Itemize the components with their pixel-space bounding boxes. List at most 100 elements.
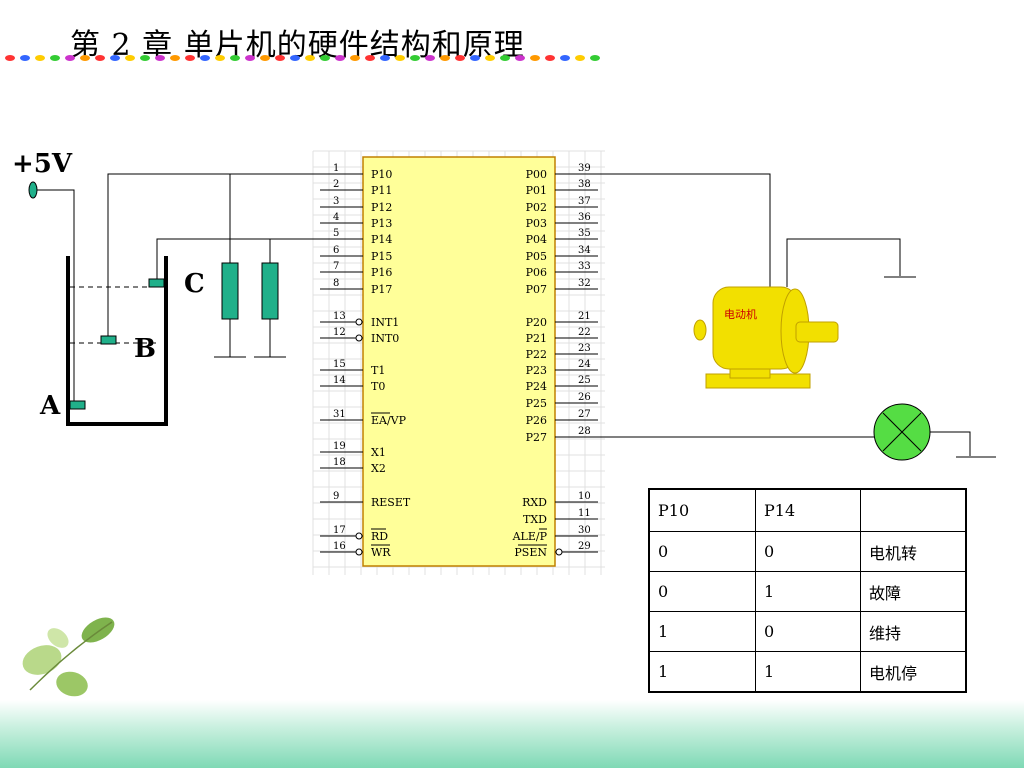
table-cell: P10	[648, 488, 756, 532]
table-cell: 维持	[860, 611, 967, 652]
table-cell: 1	[648, 651, 756, 693]
title-dot	[185, 55, 195, 61]
pin-label: WR	[371, 546, 391, 559]
pin-number: 27	[578, 409, 591, 420]
pin-number: 36	[578, 212, 591, 223]
title-dot	[305, 55, 315, 61]
title-dot	[575, 55, 585, 61]
title-dot	[200, 55, 210, 61]
table-cell	[860, 488, 967, 532]
pin-number: 23	[578, 343, 591, 354]
title-dot	[320, 55, 330, 61]
pin-number: 14	[333, 375, 346, 386]
motor-icon	[693, 286, 839, 389]
title-dot	[470, 55, 480, 61]
pin-label: P11	[371, 184, 392, 197]
title-dot	[455, 55, 465, 61]
pin-label: P14	[371, 233, 392, 246]
pin-bubble-icon	[355, 548, 363, 556]
title-dot	[170, 55, 180, 61]
supply-terminal-icon	[28, 181, 38, 199]
pin-number: 2	[333, 179, 339, 190]
pin-label: P21	[526, 332, 547, 345]
probe-a-label: A	[39, 391, 61, 421]
title-dot	[140, 55, 150, 61]
title-dot	[125, 55, 135, 61]
pin-number: 18	[333, 457, 346, 468]
title-dot	[545, 55, 555, 61]
pin-bubble-icon	[355, 334, 363, 342]
pin-number: 11	[578, 508, 591, 519]
wire-probe-b-p10	[107, 173, 336, 336]
motor-label: 电动机	[724, 307, 757, 321]
pin-number: 9	[333, 491, 339, 502]
title-dot	[260, 55, 270, 61]
title-dot	[590, 55, 600, 61]
pin-bubble-icon	[555, 548, 563, 556]
pin-number: 4	[333, 212, 339, 223]
pin-label: P24	[526, 380, 547, 393]
wire-lamp-ground	[930, 431, 971, 456]
title-dot	[350, 55, 360, 61]
pin-number: 16	[333, 541, 346, 552]
pin-label: P02	[526, 201, 547, 214]
pin-number: 35	[578, 228, 591, 239]
pin-number: 37	[578, 196, 591, 207]
table-cell: 1	[755, 651, 861, 693]
title-dot	[365, 55, 375, 61]
pin-label: P05	[526, 250, 547, 263]
table-cell: 0	[648, 571, 756, 612]
pin-number: 21	[578, 311, 591, 322]
pin-number: 24	[578, 359, 591, 370]
pin-number: 17	[333, 525, 346, 536]
title-dot	[500, 55, 510, 61]
pin-number: 8	[333, 278, 339, 289]
table-cell: 1	[755, 571, 861, 612]
pin-number: 22	[578, 327, 591, 338]
title-dot	[515, 55, 525, 61]
pin-label: P13	[371, 217, 392, 230]
pin-number: 28	[578, 426, 591, 437]
title-dot	[395, 55, 405, 61]
title-dot	[245, 55, 255, 61]
table-cell: 0	[755, 531, 861, 572]
pin-label: RESET	[371, 496, 411, 509]
probe-c-label: C	[184, 269, 205, 299]
title-dot	[65, 55, 75, 61]
title-dot	[95, 55, 105, 61]
pin-label: P27	[526, 431, 547, 444]
wire-motor-ground	[786, 238, 901, 287]
pin-number: 30	[578, 525, 591, 536]
pin-number: 25	[578, 375, 591, 386]
table-cell: 0	[755, 611, 861, 652]
pin-number: 10	[578, 491, 591, 502]
footer-gradient-band	[0, 700, 1024, 768]
pin-label: P23	[526, 364, 547, 377]
resistor-2-icon	[261, 262, 279, 320]
title-dot	[5, 55, 15, 61]
pin-number: 6	[333, 245, 339, 256]
pin-number: 13	[333, 311, 346, 322]
pin-label: ALE/P	[512, 530, 548, 543]
pin-label: P20	[526, 316, 547, 329]
pin-number: 38	[578, 179, 591, 190]
pin-number: 31	[333, 409, 346, 420]
pin-number: 12	[333, 327, 346, 338]
pin-label: P01	[526, 184, 547, 197]
pin-label: P12	[371, 201, 392, 214]
pin-number: 19	[333, 441, 346, 452]
pin-label: INT1	[371, 316, 399, 329]
pin-label: P15	[371, 250, 392, 263]
resistor-1-icon	[221, 262, 239, 320]
chip-body	[362, 156, 556, 567]
pin-label: P10	[371, 168, 392, 181]
title-dot	[275, 55, 285, 61]
pin-label: P07	[526, 283, 547, 296]
title-dot	[110, 55, 120, 61]
pin-label: P25	[526, 397, 547, 410]
pin-label: P06	[526, 266, 547, 279]
